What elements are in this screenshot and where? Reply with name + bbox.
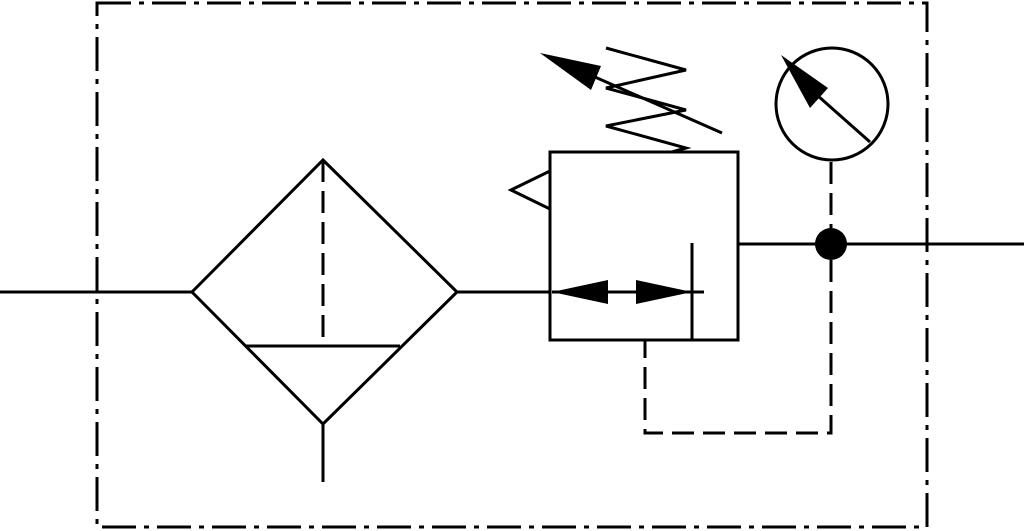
regulator-body (548, 150, 740, 342)
gauge-needle-head (781, 55, 828, 108)
regulator-valve-icon (507, 46, 740, 342)
flow-arrow-left (552, 280, 608, 304)
junction-dot (815, 228, 847, 260)
adjust-arrow-head (540, 53, 601, 90)
pilot-triangle (507, 169, 551, 211)
enclosure-boundary (95, 1, 929, 529)
gauge-dial (774, 46, 890, 162)
flow-arrow-right (636, 280, 692, 304)
filter-diamond-icon (189, 157, 460, 482)
pilot-feedback-line (643, 260, 833, 435)
gauge-icon (774, 46, 890, 228)
spring-icon (605, 46, 692, 154)
